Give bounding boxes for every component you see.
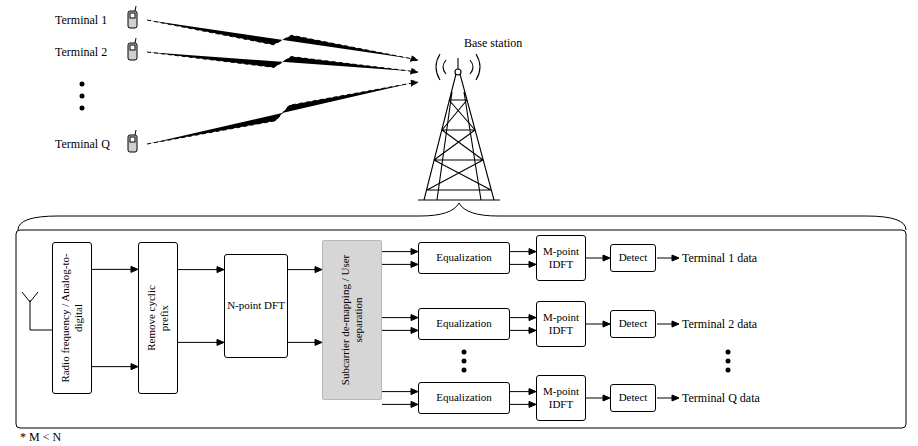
receiver-frame-group	[16, 203, 906, 428]
process-box: Equalization	[418, 308, 510, 340]
phone-icon	[128, 11, 137, 28]
process-box: Equalization	[418, 242, 510, 274]
base-station: Base station	[418, 36, 550, 202]
ellipsis-dot	[80, 94, 85, 99]
node-text: N-point DFT	[227, 299, 285, 312]
ellipsis-dot	[726, 350, 731, 355]
phone-screen	[130, 45, 135, 50]
signal-arrow	[510, 389, 536, 408]
terminal-label: Terminal 2	[52, 40, 147, 64]
node-text: Base station	[464, 36, 522, 50]
antenna-symbol	[22, 292, 52, 330]
tower-mast	[457, 58, 458, 69]
output-label: Terminal 1 data	[682, 250, 757, 266]
process-box: N-point DFT	[224, 254, 288, 358]
node-text: Radio frequency / Analog-to-digital	[59, 253, 85, 383]
node-text: Terminal Q	[55, 137, 110, 151]
signal-arrow	[288, 267, 322, 346]
signal-arrow	[92, 266, 138, 369]
phone-antenna	[135, 38, 136, 43]
tower-icon	[418, 54, 500, 200]
output-label: Terminal 2 data	[682, 316, 757, 332]
process-box: Detect	[610, 384, 656, 412]
brace	[18, 203, 906, 230]
output-label: Terminal Q data	[682, 390, 760, 406]
node-text: Equalization	[436, 391, 492, 404]
node-text: Detect	[619, 317, 648, 330]
signal-arrow	[382, 315, 418, 334]
signal-arrow	[382, 389, 418, 408]
process-box: Remove cyclic prefix	[138, 242, 178, 394]
node-text: Terminal 1	[55, 13, 107, 27]
node-text: Terminal 2	[55, 45, 107, 59]
terminal-label: Terminal 1	[52, 8, 147, 32]
ellipsis-dot	[462, 350, 467, 355]
phone-screen	[130, 137, 135, 142]
signal-arrow	[178, 267, 224, 346]
output-arrows	[657, 255, 679, 401]
signal-arrow	[510, 249, 536, 268]
radio-waves	[436, 54, 480, 80]
radio-link-arrow	[147, 52, 418, 74]
node-text: Equalization	[436, 317, 492, 330]
ellipsis-dot	[462, 359, 467, 364]
demapping-band: Subcarrier de-mapping / User separation	[322, 240, 382, 400]
receiver-frame	[16, 230, 906, 428]
signal-arrow	[382, 249, 418, 268]
node-text: M-point IDFT	[539, 245, 583, 271]
ellipsis-dot	[726, 368, 731, 373]
phone-icon	[128, 135, 137, 152]
output-arrow	[657, 321, 679, 327]
phone-icons	[128, 6, 137, 152]
phone-screen	[130, 13, 135, 18]
node-text: Equalization	[436, 251, 492, 264]
tower-bracing	[427, 100, 491, 190]
tower-base	[418, 199, 500, 200]
ellipsis-dot	[726, 359, 731, 364]
signal-arrow	[510, 315, 536, 334]
output-arrow	[657, 395, 679, 401]
node-text: Remove cyclic prefix	[145, 278, 171, 358]
ellipsis-dot	[80, 106, 85, 111]
node-text: M-point IDFT	[539, 385, 583, 411]
node-text: Subcarrier de-mapping / User separation	[339, 250, 365, 390]
phone-antenna	[135, 6, 136, 11]
output-arrow	[657, 255, 679, 261]
footnote: * M < N	[20, 429, 61, 445]
tower-legs	[424, 74, 494, 200]
radio-link-arrow	[147, 80, 418, 144]
process-box: M-point IDFT	[536, 301, 586, 347]
node-text: Detect	[619, 391, 648, 404]
process-box: Radio frequency / Analog-to-digital	[52, 242, 92, 394]
process-box: Detect	[610, 310, 656, 338]
process-box: M-point IDFT	[536, 235, 586, 281]
signal-arrow	[586, 321, 610, 327]
signal-arrow	[586, 255, 610, 261]
process-box: M-point IDFT	[536, 375, 586, 421]
node-text: M-point IDFT	[539, 311, 583, 337]
node-text: Detect	[619, 251, 648, 264]
phone-icon	[128, 43, 137, 60]
ellipsis-dot	[462, 368, 467, 373]
signal-arrow	[586, 395, 610, 401]
terminal-label: Terminal Q	[52, 132, 147, 156]
process-box: Detect	[610, 244, 656, 272]
ellipsis-dot	[80, 82, 85, 87]
phone-antenna	[135, 130, 136, 135]
process-box: Equalization	[418, 382, 510, 414]
